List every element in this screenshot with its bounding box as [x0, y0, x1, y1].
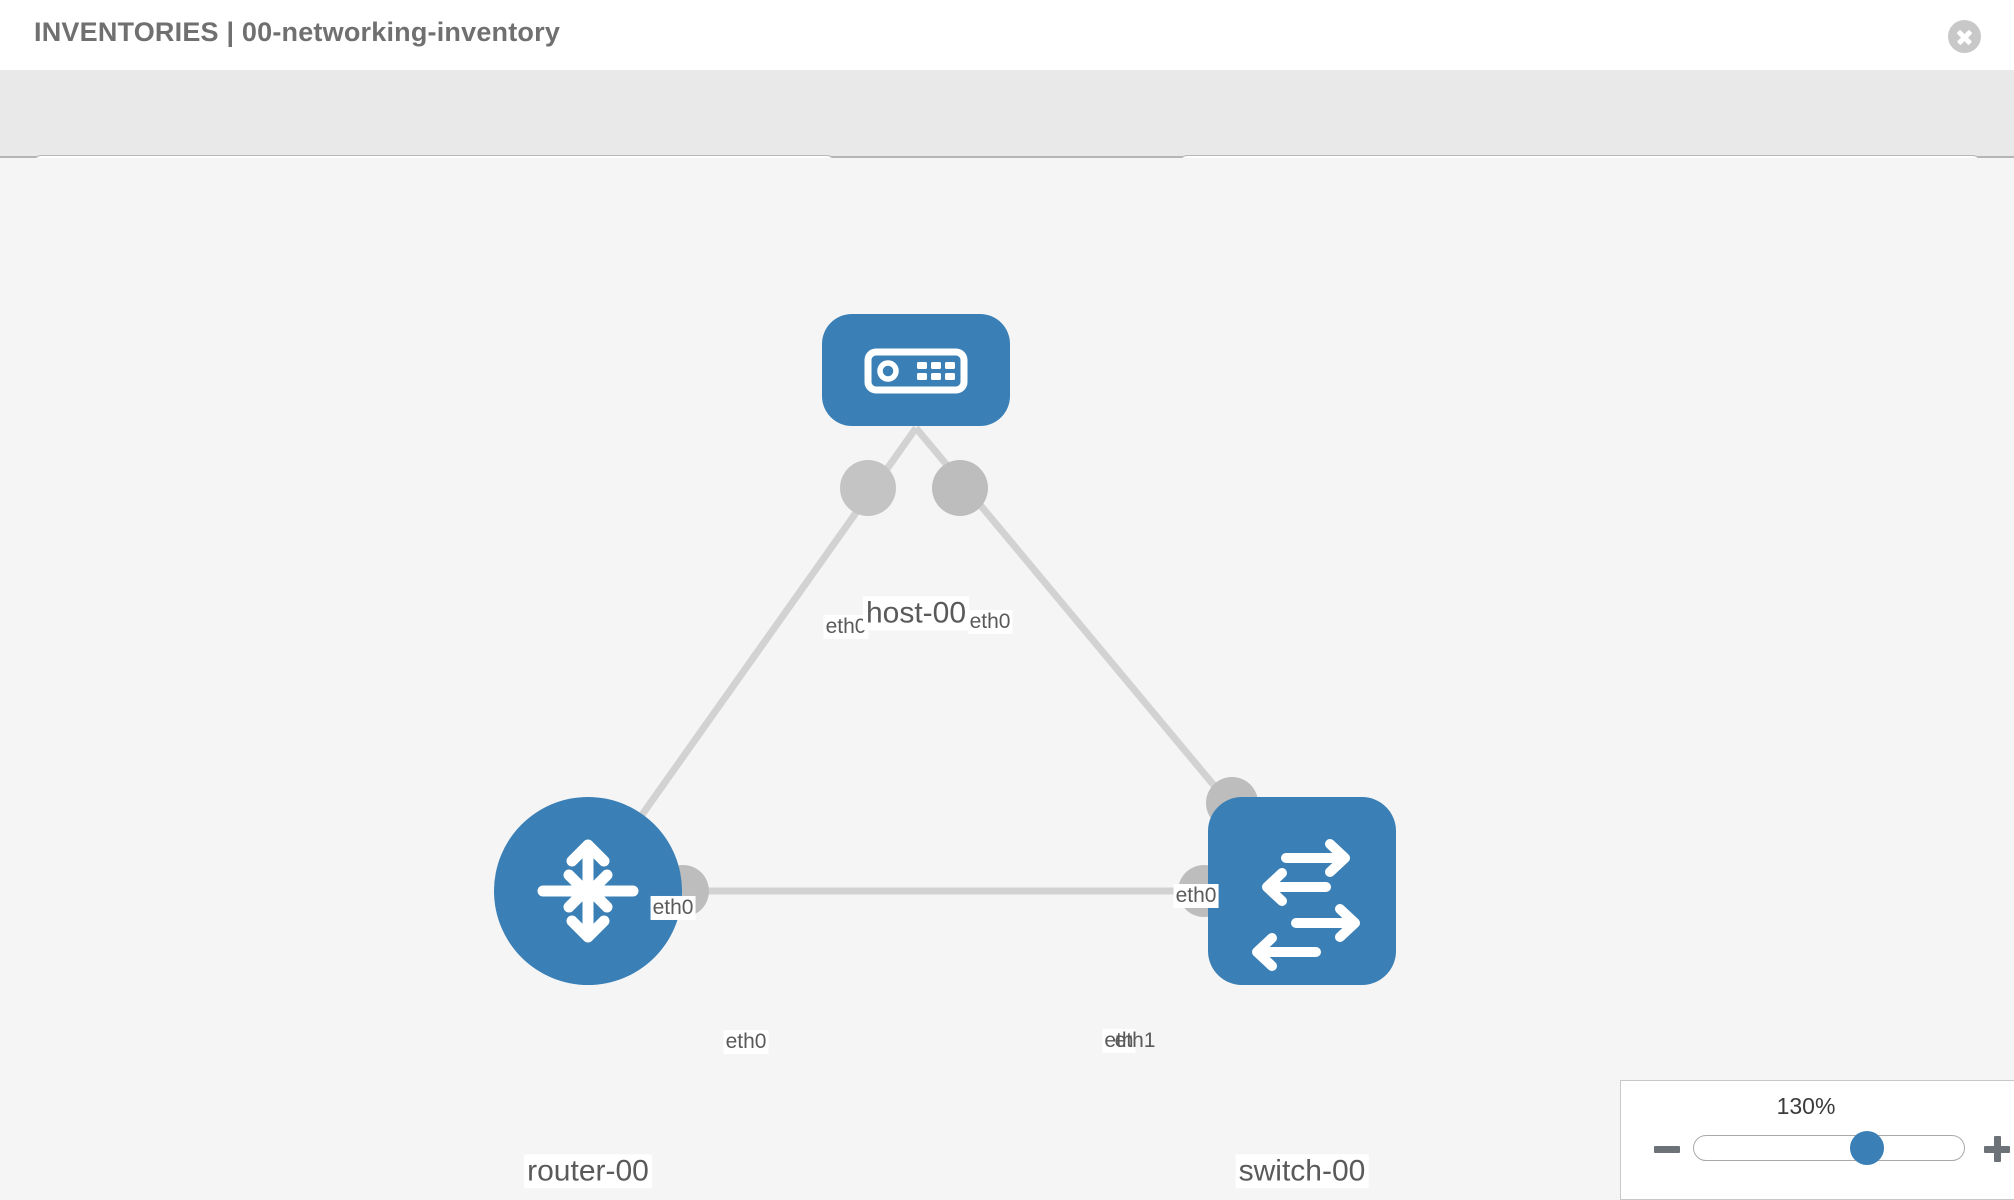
- node-switch-00[interactable]: [1208, 797, 1396, 985]
- iface-label: eth0: [1173, 883, 1219, 909]
- topology-canvas[interactable]: eth0 host-00 eth0 eth0 eth0 eth0 eth eth…: [0, 158, 2014, 1200]
- port-layer: [657, 460, 1258, 917]
- toolbar: ACTIONS SEARCH: [0, 70, 2014, 212]
- zoom-slider-track[interactable]: [1693, 1135, 1965, 1161]
- iface-label: eth0: [823, 614, 869, 640]
- iface-label: eth0: [967, 609, 1013, 635]
- zoom-control-panel: 130%: [1620, 1080, 2014, 1200]
- page-header: INVENTORIES | 00-networking-inventory: [0, 0, 2014, 70]
- iface-label: eth1: [1114, 1028, 1156, 1052]
- port-host00-eth0-left[interactable]: [840, 460, 896, 516]
- node-label-host-00: host-00: [862, 596, 970, 630]
- router-arrows-icon: [537, 839, 639, 943]
- switch-arrows-icon: [1252, 839, 1360, 971]
- page-title: INVENTORIES | 00-networking-inventory: [34, 17, 561, 47]
- node-label-router-00: router-00: [524, 1154, 652, 1188]
- close-icon[interactable]: [1948, 20, 1981, 53]
- zoom-out-button[interactable]: [1654, 1136, 1680, 1162]
- port-host00-eth0-right[interactable]: [932, 460, 988, 516]
- iface-label: eth0: [650, 895, 696, 921]
- zoom-level-label: 130%: [1776, 1093, 1836, 1119]
- node-label-switch-00: switch-00: [1235, 1154, 1369, 1188]
- zoom-slider-thumb[interactable]: [1850, 1131, 1885, 1165]
- server-device-icon: [864, 348, 968, 394]
- iface-label: eth: [1102, 1028, 1136, 1054]
- iface-label: eth0: [723, 1029, 769, 1055]
- zoom-in-button[interactable]: [1984, 1136, 2010, 1162]
- node-router-00[interactable]: [494, 797, 682, 985]
- topology-graph: [494, 314, 1396, 985]
- node-host-00[interactable]: [822, 314, 1010, 426]
